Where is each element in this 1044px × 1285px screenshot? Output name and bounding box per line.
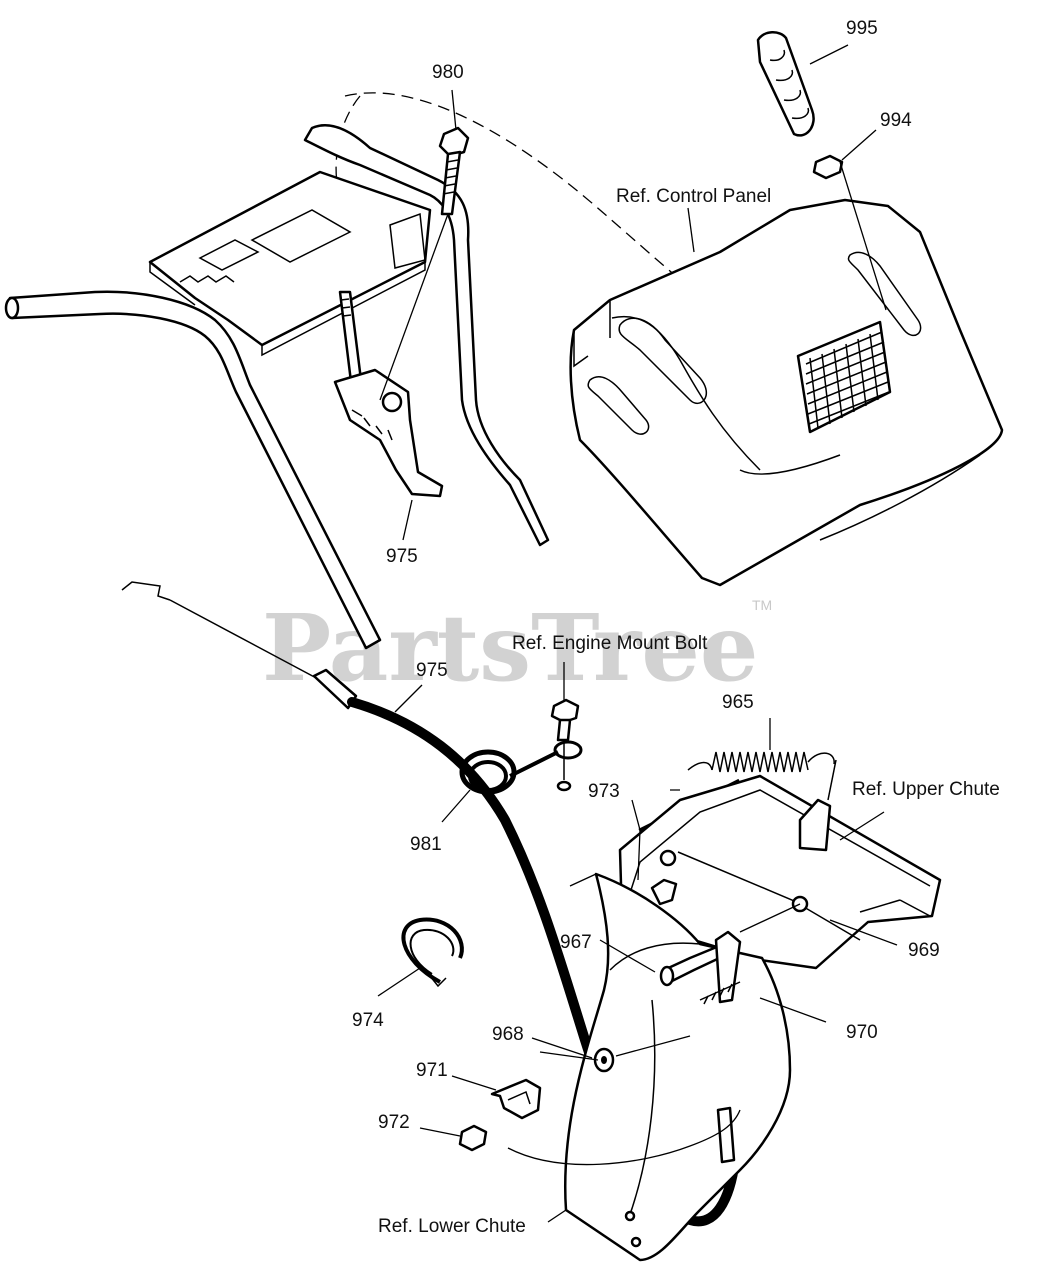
control-panel-lower-contours — [739, 454, 981, 541]
callout-968: 968 — [492, 1024, 524, 1045]
lower-chute-hole-2 — [630, 1236, 642, 1248]
upper-chute-bolt-left — [659, 849, 677, 867]
bolt-980 — [438, 126, 470, 216]
callout-967: 967 — [560, 932, 592, 953]
pivot-thread-marks — [703, 983, 733, 1005]
callout-975-bracket: 975 — [386, 546, 418, 567]
leader-lines — [377, 44, 898, 1223]
callout-973: 973 — [588, 781, 620, 802]
spring-hook-left — [687, 761, 713, 771]
callout-972: 972 — [378, 1112, 410, 1133]
console-plate-cutouts — [198, 209, 352, 271]
engine-bolt-head — [550, 698, 580, 724]
ring-inner — [409, 928, 455, 975]
watermark-trademark: TM — [752, 597, 772, 613]
ring-tab — [429, 975, 447, 988]
upper-chute-deflector-lip — [859, 899, 931, 917]
handle-right-tube — [303, 123, 550, 547]
cable-lower-ferrule — [716, 1106, 736, 1164]
nut-972 — [458, 1124, 488, 1152]
upper-chute-wing-nut — [650, 878, 678, 906]
ring-outer — [401, 917, 464, 984]
control-panel-body — [569, 198, 1004, 587]
shift-bracket-slots — [351, 409, 393, 441]
clamp-loop-inner — [468, 760, 508, 792]
handle-left-grip-end — [4, 296, 20, 320]
cable-clip-slot — [507, 1090, 531, 1105]
spring-965 — [687, 751, 837, 801]
cable-clamp-981 — [459, 740, 583, 795]
ref-engine-mount-bolt: Ref. Engine Mount Bolt — [512, 633, 708, 654]
handle-grip-995 — [756, 31, 815, 137]
nut-994 — [812, 154, 844, 180]
assembly-line-chute — [569, 873, 801, 933]
control-panel-lip — [573, 300, 611, 368]
headlight-grid — [805, 331, 890, 429]
shift-rod-thread — [340, 298, 352, 317]
handle-assembly — [4, 123, 550, 650]
callout-971: 971 — [416, 1060, 448, 1081]
spring-extension — [827, 759, 837, 801]
callout-975-cable: 975 — [416, 660, 448, 681]
retaining-ring-974 — [401, 917, 464, 988]
upper-chute-fold — [677, 851, 861, 941]
callout-995: 995 — [846, 18, 878, 39]
upper-chute-tab — [798, 798, 832, 852]
engine-bolt-shank — [556, 718, 572, 742]
ref-upper-chute: Ref. Upper Chute — [852, 779, 1000, 800]
cable-z-end — [121, 581, 171, 601]
callout-974: 974 — [352, 1010, 384, 1031]
callout-969: 969 — [908, 940, 940, 961]
callout-981: 981 — [410, 834, 442, 855]
callout-965: 965 — [722, 692, 754, 713]
spring-hook-right — [807, 752, 835, 765]
grip-ridges — [769, 49, 810, 120]
lower-chute-contours — [609, 942, 701, 1221]
watermark-text: PartsTree — [262, 594, 758, 702]
callout-994: 994 — [880, 110, 912, 131]
console-plate-teeth — [179, 275, 235, 283]
control-panel-slot-left — [618, 317, 707, 405]
lower-chute-hole-1 — [624, 1210, 636, 1222]
bolt-980-thread — [442, 159, 459, 195]
shift-bracket-knob — [381, 391, 403, 413]
spring-coils — [711, 751, 809, 773]
callout-970: 970 — [846, 1022, 878, 1043]
callout-980: 980 — [432, 62, 464, 83]
clamp-tab — [509, 750, 559, 778]
bolt-980-head — [438, 126, 470, 158]
pivot-link-970 — [699, 930, 742, 1164]
handle-left-tube — [8, 290, 382, 650]
ref-control-panel: Ref. Control Panel — [616, 186, 771, 207]
bolt-967-head — [659, 965, 675, 987]
console-bracket — [389, 212, 426, 269]
washer-968-hole — [601, 1056, 607, 1064]
cable-ferrule — [312, 668, 358, 710]
cable-inner-wire — [169, 599, 321, 681]
engine-bolt-washer — [556, 780, 572, 792]
control-panel — [569, 198, 1004, 587]
engine-mount-bolt — [550, 698, 580, 792]
control-panel-slot-lower — [587, 376, 650, 435]
ref-lower-chute: Ref. Lower Chute — [378, 1216, 526, 1237]
cable-clip-971 — [490, 1078, 542, 1120]
clamp-eye — [553, 740, 583, 760]
control-panel-slot-right — [847, 251, 922, 337]
grip-body — [756, 31, 815, 137]
assembly-line-nut — [507, 1109, 741, 1166]
assembly-line-washer — [539, 1035, 691, 1061]
